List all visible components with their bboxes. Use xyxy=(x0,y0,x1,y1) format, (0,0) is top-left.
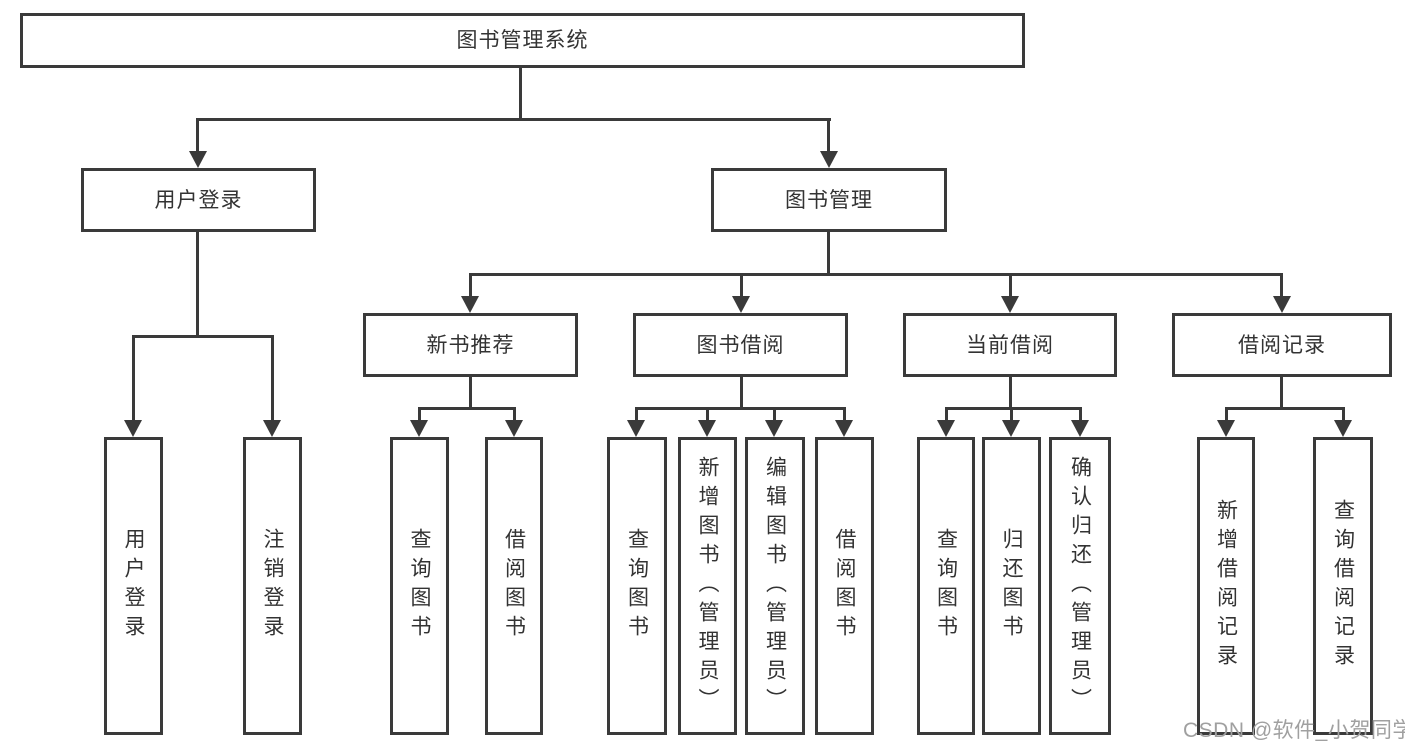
arrow-nb-leaf2 xyxy=(505,420,523,437)
arrow-to-book-borrow xyxy=(732,296,750,313)
node-current-borrow: 当前借阅 xyxy=(903,313,1117,377)
edge-to-current-borrow xyxy=(1009,273,1012,298)
edge-bb-leaf4 xyxy=(843,407,846,422)
arrow-to-book-management xyxy=(820,151,838,168)
leaf-query-book-recommend: 查询图书 xyxy=(390,437,449,735)
edge-new-book-rail xyxy=(418,407,516,410)
arrow-bb-leaf2 xyxy=(698,420,716,437)
node-borrow-records-label: 借阅记录 xyxy=(1238,333,1326,357)
arrow-to-borrow-records xyxy=(1273,296,1291,313)
node-new-book-recommend: 新书推荐 xyxy=(363,313,578,377)
leaf-query-book-recommend-label: 查询图书 xyxy=(408,528,431,644)
leaf-logout: 注销登录 xyxy=(243,437,302,735)
node-new-book-recommend-label: 新书推荐 xyxy=(426,333,515,357)
edge-borrow-records-rail xyxy=(1225,407,1345,410)
edge-bb-leaf2 xyxy=(706,407,709,422)
node-book-borrow-label: 图书借阅 xyxy=(696,333,785,357)
edge-cb-leaf1 xyxy=(945,407,948,422)
edge-book-management-rail xyxy=(469,273,1283,276)
leaf-query-book-current-label: 查询图书 xyxy=(934,528,958,644)
edge-br-leaf1 xyxy=(1225,407,1228,422)
edge-br-leaf2 xyxy=(1342,407,1345,422)
edge-user-login-stem xyxy=(196,232,199,335)
node-book-borrow: 图书借阅 xyxy=(633,313,848,377)
edge-bb-leaf3 xyxy=(773,407,776,422)
node-root: 图书管理系统 xyxy=(20,13,1025,68)
edge-borrow-records-stem xyxy=(1280,377,1283,407)
node-current-borrow-label: 当前借阅 xyxy=(966,333,1054,357)
node-user-login-label: 用户登录 xyxy=(154,188,243,212)
edge-user-login-rail xyxy=(132,335,274,338)
leaf-borrow-book-label: 借阅图书 xyxy=(833,528,856,644)
leaf-query-borrow-record: 查询借阅记录 xyxy=(1313,437,1373,735)
arrow-br-leaf2 xyxy=(1334,420,1352,437)
leaf-confirm-return-admin-label: 确认归还（管理员） xyxy=(1068,455,1092,717)
edge-new-book-stem xyxy=(469,377,472,407)
node-book-management: 图书管理 xyxy=(711,168,947,232)
leaf-query-book-borrow: 查询图书 xyxy=(607,437,667,735)
arrow-bb-leaf3 xyxy=(765,420,783,437)
edge-nb-leaf2 xyxy=(513,407,516,422)
arrow-cb-leaf2 xyxy=(1002,420,1020,437)
leaf-edit-book-admin-label: 编辑图书（管理员） xyxy=(763,455,787,717)
arrow-to-leaf-user-login xyxy=(124,420,142,437)
leaf-logout-label: 注销登录 xyxy=(261,528,284,644)
edge-to-borrow-records xyxy=(1280,273,1283,298)
edge-nb-leaf1 xyxy=(418,407,421,422)
edge-to-leaf-user-login xyxy=(132,335,135,422)
edge-to-book-management xyxy=(827,118,830,154)
arrow-nb-leaf1 xyxy=(410,420,428,437)
edge-cb-leaf2 xyxy=(1010,407,1013,422)
edge-to-user-login xyxy=(196,118,199,154)
edge-to-leaf-logout xyxy=(271,335,274,422)
csdn-watermark: CSDN @软件_小贺同学 xyxy=(1183,719,1405,742)
leaf-add-borrow-record: 新增借阅记录 xyxy=(1197,437,1255,735)
edge-current-borrow-stem xyxy=(1009,377,1012,407)
edge-bb-leaf1 xyxy=(635,407,638,422)
leaf-confirm-return-admin: 确认归还（管理员） xyxy=(1049,437,1111,735)
leaf-edit-book-admin: 编辑图书（管理员） xyxy=(745,437,805,735)
arrow-to-user-login xyxy=(189,151,207,168)
leaf-user-login-label: 用户登录 xyxy=(122,528,145,644)
edge-to-new-book xyxy=(469,273,472,298)
arrow-to-leaf-logout xyxy=(263,420,281,437)
leaf-query-book-current: 查询图书 xyxy=(917,437,975,735)
arrow-bb-leaf1 xyxy=(627,420,645,437)
edge-current-borrow-rail xyxy=(945,407,1082,410)
node-user-login: 用户登录 xyxy=(81,168,316,232)
leaf-query-book-borrow-label: 查询图书 xyxy=(625,528,649,644)
arrow-br-leaf1 xyxy=(1217,420,1235,437)
node-root-label: 图书管理系统 xyxy=(456,29,589,52)
leaf-user-login: 用户登录 xyxy=(104,437,163,735)
leaf-return-book-label: 归还图书 xyxy=(1000,528,1023,644)
leaf-borrow-book-recommend: 借阅图书 xyxy=(485,437,543,735)
leaf-query-borrow-record-label: 查询借阅记录 xyxy=(1331,499,1355,673)
leaf-add-book-admin-label: 新增图书（管理员） xyxy=(696,455,719,717)
leaf-add-book-admin: 新增图书（管理员） xyxy=(678,437,737,735)
edge-book-borrow-rail xyxy=(635,407,846,410)
leaf-return-book: 归还图书 xyxy=(982,437,1041,735)
node-borrow-records: 借阅记录 xyxy=(1172,313,1392,377)
arrow-bb-leaf4 xyxy=(835,420,853,437)
leaf-borrow-book: 借阅图书 xyxy=(815,437,874,735)
node-book-management-label: 图书管理 xyxy=(785,188,873,212)
edge-cb-leaf3 xyxy=(1079,407,1082,422)
leaf-add-borrow-record-label: 新增借阅记录 xyxy=(1214,499,1238,673)
leaf-borrow-book-recommend-label: 借阅图书 xyxy=(502,528,526,644)
arrow-cb-leaf3 xyxy=(1071,420,1089,437)
edge-book-borrow-stem xyxy=(740,377,743,407)
arrow-cb-leaf1 xyxy=(937,420,955,437)
edge-to-book-borrow xyxy=(740,273,743,298)
edge-root-rail xyxy=(197,118,831,121)
edge-book-management-stem xyxy=(827,232,830,273)
edge-root-stem xyxy=(519,68,522,118)
arrow-to-current-borrow xyxy=(1001,296,1019,313)
arrow-to-new-book xyxy=(461,296,479,313)
